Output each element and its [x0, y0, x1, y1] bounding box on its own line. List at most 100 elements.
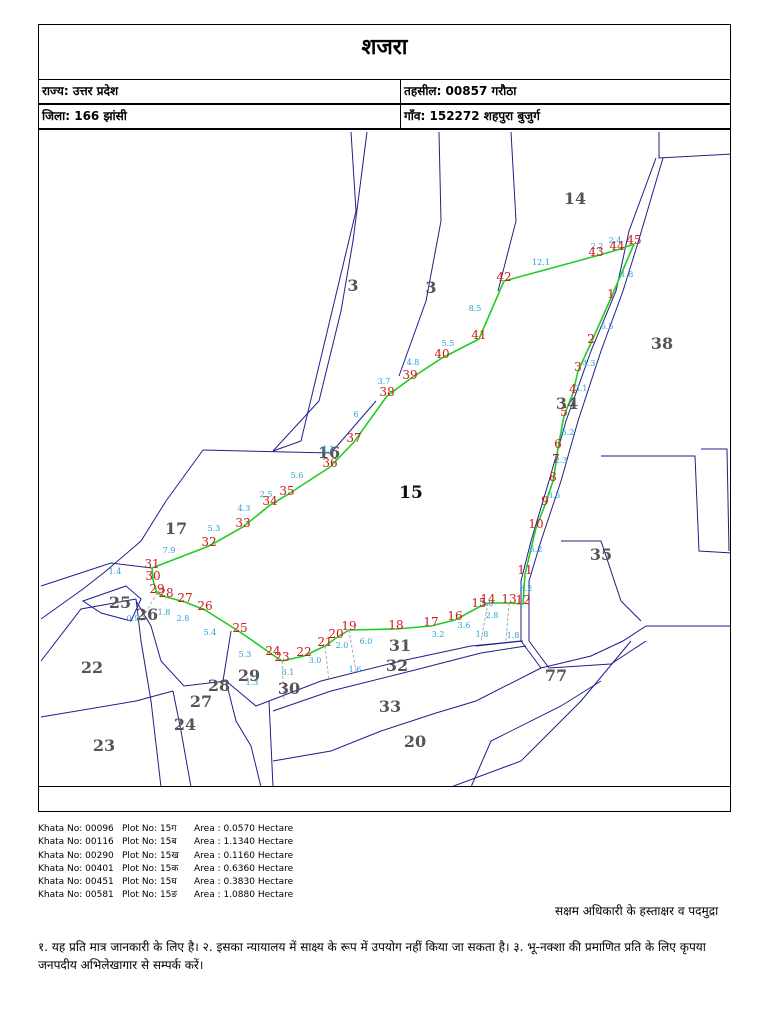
plot-label: 30	[278, 679, 300, 698]
plot-label: 35	[590, 545, 612, 564]
measurement-label: 2.4	[609, 236, 622, 245]
plot-label: 32	[386, 656, 408, 675]
khata-number: Khata No: 00096	[38, 824, 114, 834]
khata-number: Khata No: 00581	[38, 890, 114, 901]
plot-number: Plot No: 15ख	[122, 850, 179, 861]
signature-label: सक्षम अधिकारी के हस्ताक्षर व पदमुद्रा	[555, 904, 719, 918]
survey-point-label: 44	[609, 239, 625, 253]
measurement-label: 2.2	[591, 242, 604, 251]
survey-point-label: 13	[501, 592, 516, 606]
plot-number: Plot No: 15ग	[122, 824, 177, 834]
plot-number: Plot No: 15क	[122, 863, 179, 874]
measurement-label: 3.6	[458, 621, 471, 630]
survey-point-label: 16	[447, 609, 462, 623]
measurement-label: 2.8	[486, 611, 499, 620]
plot-label: 34	[556, 394, 578, 413]
survey-point-label: 19	[341, 619, 356, 633]
measurement-label: 6.0	[360, 637, 373, 646]
plot-label: 20	[404, 732, 426, 751]
measurement-label: 1.8	[621, 270, 634, 279]
measurement-label: 4.3	[583, 359, 596, 368]
measurement-label: 5.4	[204, 628, 217, 637]
khata-number: Khata No: 00290	[38, 850, 114, 861]
survey-point-label: 39	[402, 368, 417, 382]
survey-point-label: 2	[587, 332, 595, 346]
survey-point-label: 11	[517, 563, 532, 577]
survey-point-label: 14	[480, 592, 496, 606]
measurement-label: 4.1	[322, 445, 335, 454]
plot-number: Plot No: 15घ	[122, 877, 177, 888]
title-box: शजरा	[38, 24, 731, 80]
measurement-label: 3.2	[432, 630, 445, 639]
measurement-label: 5.5	[442, 339, 455, 348]
survey-point-label: 32	[201, 535, 216, 549]
survey-point-label: 29	[149, 582, 164, 596]
measurement-label: 4.3	[238, 504, 251, 513]
survey-point-label: 36	[322, 456, 337, 470]
survey-point-label: 12	[515, 593, 530, 607]
plot-number: Plot No: 15ङ	[122, 890, 178, 901]
measurement-label: 3.1	[575, 384, 588, 393]
survey-point-label: 8	[549, 470, 557, 484]
measurement-label: 1.3	[246, 678, 259, 687]
survey-point-label: 37	[346, 431, 361, 445]
measurement-label: 5.6	[291, 471, 304, 480]
village-field: गाँव: 152272 शहपुरा बुजुर्ग	[400, 104, 731, 129]
plot-label: 3	[347, 276, 358, 295]
measurement-label: 4.8	[407, 358, 420, 367]
khata-number: Khata No: 00116	[38, 837, 114, 848]
measurement-label: 3.7	[378, 377, 391, 386]
measurement-label: 1.8	[507, 631, 520, 640]
survey-point-label: 3	[574, 360, 582, 374]
state-field: राज्य: उत्तर प्रदेश	[38, 79, 401, 104]
survey-point-label: 40	[434, 347, 449, 361]
plot-boundaries	[40, 131, 730, 786]
plot-label: 26	[136, 605, 158, 624]
survey-point-label: 6	[554, 437, 562, 451]
survey-point-label: 35	[279, 484, 294, 498]
survey-point-label: 15	[471, 596, 486, 610]
khata-number: Khata No: 00451	[38, 877, 114, 888]
measurement-label: 5.3	[208, 524, 221, 533]
survey-point-label: 20	[328, 627, 343, 641]
survey-point-label: 24	[265, 644, 281, 658]
plot-label: 23	[93, 736, 115, 755]
page-title: शजरा	[361, 35, 408, 60]
measurement-label: 1.6	[349, 665, 362, 674]
survey-point-label: 30	[145, 569, 160, 583]
measurement-label: 6.2	[530, 545, 543, 554]
plot-label: 31	[389, 636, 411, 655]
survey-point-label: 18	[388, 618, 403, 632]
plot-label: 33	[379, 697, 401, 716]
plot-label: 27	[190, 692, 212, 711]
measurement-label: 5.2	[562, 428, 575, 437]
survey-point-label: 34	[262, 494, 278, 508]
plot-label: 16	[318, 443, 340, 462]
measurement-label: 7.9	[163, 546, 176, 555]
measurement-label: 8.5	[469, 304, 482, 313]
survey-point-label: 25	[232, 621, 247, 635]
plot-label: 14	[564, 189, 586, 208]
survey-point-label: 28	[158, 586, 173, 600]
plot-label: 22	[81, 658, 103, 677]
measurement-label: 3.2	[520, 584, 533, 593]
plot-number: Plot No: 15ब	[122, 837, 177, 848]
survey-point-label: 43	[588, 245, 603, 259]
plot-label: 17	[165, 519, 187, 538]
survey-point-label: 10	[528, 517, 543, 531]
measurement-label: 3.5	[548, 491, 561, 500]
measurement-label: 6.5	[601, 322, 614, 331]
measurement-label: 2.3	[555, 456, 568, 465]
plot-area: Area : 0.6360 Hectare	[194, 863, 294, 874]
measurement-label: 1.8	[158, 608, 171, 617]
measurement-label: 2.0	[336, 641, 349, 650]
